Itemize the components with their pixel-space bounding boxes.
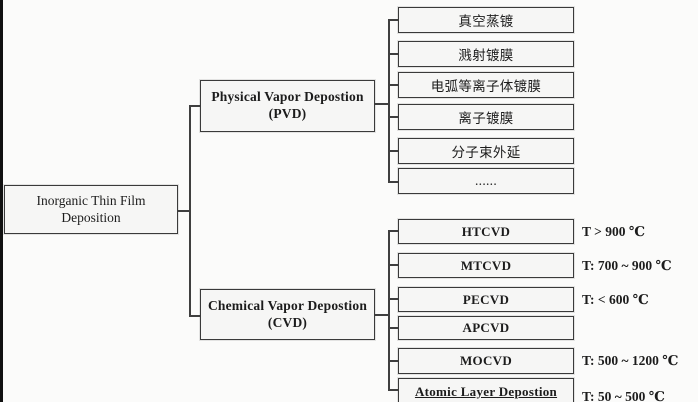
connector-line <box>178 210 191 212</box>
leaf-node-htcvd: HTCVD <box>398 219 574 244</box>
pvd-label-line1: Physical Vapor Depostion <box>211 89 364 105</box>
root-node-inorganic-thin-film-deposition: Inorganic Thin Film Deposition <box>4 185 178 234</box>
leaf-node-atomic-layer-deposition: Atomic Layer Depostion <box>398 378 574 402</box>
temp-label-pecvd: T: < 600 ℃ <box>582 292 649 307</box>
pvd-label-line2: (PVD) <box>268 106 307 121</box>
connector-line <box>375 103 390 105</box>
connector-line <box>388 53 398 55</box>
root-label-line1: Inorganic Thin Film <box>36 192 146 208</box>
leaf-label: MTCVD <box>460 257 512 273</box>
leaf-label: MOCVD <box>459 353 513 368</box>
connector-line <box>375 314 390 316</box>
leaf-label: PECVD <box>462 291 510 307</box>
connector-line <box>388 150 398 152</box>
leaf-label: 溅射镀膜 <box>458 48 514 63</box>
leaf-label: Atomic Layer Depostion <box>414 384 558 399</box>
connector-line <box>388 116 398 118</box>
left-edge-bar <box>0 0 3 402</box>
connector-line <box>189 105 191 317</box>
connector-line <box>388 181 398 183</box>
branch-node-cvd: Chemical Vapor Depostion (CVD) <box>200 289 375 340</box>
leaf-node-arc-plasma-coating: 电弧等离子体镀膜 <box>398 72 574 98</box>
leaf-node-mocvd: MOCVD <box>398 348 574 374</box>
connector-line <box>189 315 200 317</box>
cvd-label-line2: (CVD) <box>267 314 308 330</box>
connector-line <box>388 230 390 391</box>
temp-label-htcvd: T > 900 ℃ <box>582 224 646 239</box>
leaf-label: APCVD <box>462 320 510 335</box>
leaf-node-ion-plating: 离子镀膜 <box>398 104 574 130</box>
leaf-label: 分子束外延 <box>451 145 521 160</box>
branch-node-pvd: Physical Vapor Depostion (PVD) <box>200 80 375 132</box>
connector-line <box>388 264 398 266</box>
leaf-node-ellipsis: ...... <box>398 168 574 194</box>
leaf-label: 离子镀膜 <box>458 111 514 126</box>
leaf-node-sputter-coating: 溅射镀膜 <box>398 41 574 67</box>
connector-line <box>388 327 398 329</box>
temp-label-ald: T: 50 ~ 500 ℃ <box>582 389 665 402</box>
connector-line <box>388 389 398 391</box>
connector-line <box>189 105 200 107</box>
connector-line <box>388 298 398 300</box>
cvd-label-line1: Chemical Vapor Depostion <box>207 297 368 313</box>
leaf-label: HTCVD <box>461 223 511 239</box>
leaf-label: 真空蒸镀 <box>458 14 514 29</box>
connector-line <box>388 230 398 232</box>
connector-line <box>388 84 398 86</box>
leaf-node-mtcvd: MTCVD <box>398 253 574 278</box>
connector-line <box>388 19 398 21</box>
leaf-node-molecular-beam-epitaxy: 分子束外延 <box>398 138 574 164</box>
leaf-label: 电弧等离子体镀膜 <box>430 79 542 94</box>
leaf-node-vacuum-evaporation: 真空蒸镀 <box>398 7 574 33</box>
connector-line <box>388 19 390 183</box>
connector-line <box>388 360 398 362</box>
root-label-line2: Deposition <box>61 209 121 225</box>
leaf-label: ...... <box>474 173 498 188</box>
temp-label-mocvd: T: 500 ~ 1200 ℃ <box>582 353 679 368</box>
temp-label-mtcvd: T: 700 ~ 900 ℃ <box>582 258 672 273</box>
leaf-node-apcvd: APCVD <box>398 316 574 340</box>
leaf-node-pecvd: PECVD <box>398 287 574 312</box>
